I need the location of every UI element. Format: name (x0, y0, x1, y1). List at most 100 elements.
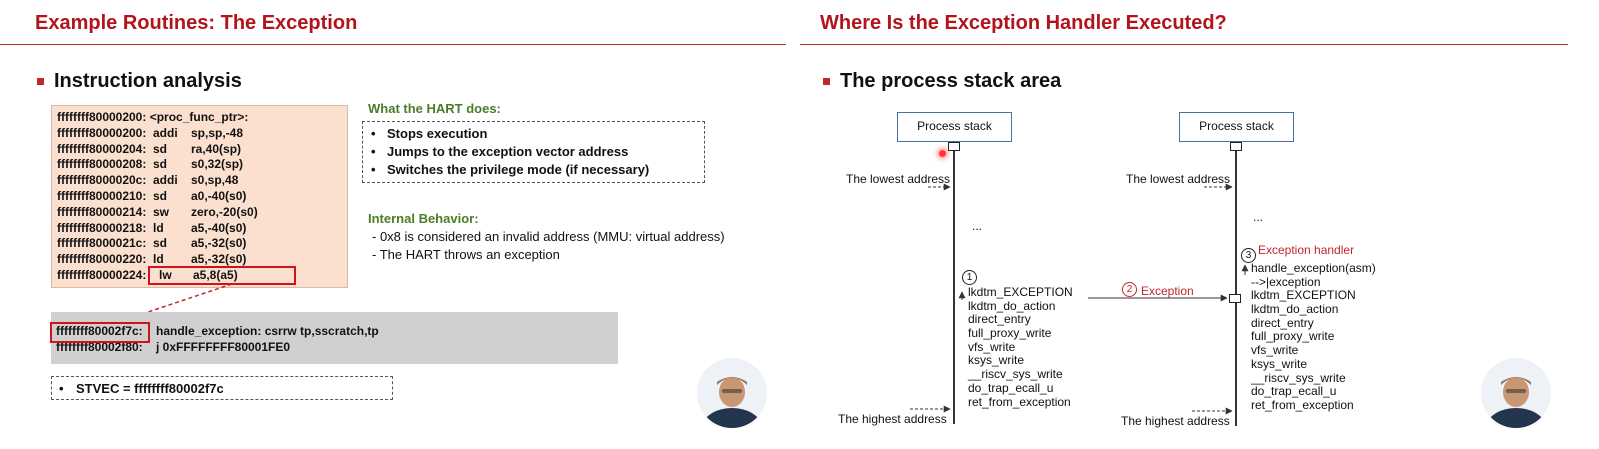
stack-frame: vfs_write (1251, 343, 1299, 358)
asm-opcode: sw (153, 204, 170, 219)
assembly-line: ffffffff80000218: ld a5,-40(s0) (57, 221, 258, 237)
stvec-text: STVEC = ffffffff80002f7c (76, 381, 224, 396)
handler-code: j 0xFFFFFFFF80001FE0 (156, 340, 291, 354)
exception-label: Exception (1141, 284, 1194, 298)
right-slide-title: Where Is the Exception Handler Executed? (820, 12, 1227, 34)
asm-operands: a5,-32(s0) (191, 252, 247, 267)
assembly-line: ffffffff80000210: sd a0,-40(s0) (57, 189, 258, 205)
assembly-header: ffffffff80000200: <proc_func_ptr>: (57, 110, 249, 124)
asm-opcode: ld (153, 252, 164, 267)
highest-address-label: The highest address (1121, 414, 1230, 428)
asm-operands: a0,-40(s0) (191, 188, 247, 203)
process-stack-box: Process stack (897, 112, 1012, 142)
step-marker: 3 (1241, 248, 1256, 263)
stack-frame: ret_from_exception (968, 394, 1071, 409)
asm-address: ffffffff80000220: (57, 252, 147, 267)
presenter-avatar (697, 358, 767, 428)
stack-frame: ksys_write (968, 353, 1025, 368)
stack-top-marker (1230, 142, 1242, 151)
stack-frame: vfs_write (968, 339, 1016, 354)
hart-actions-list: •Stops execution •Jumps to the exception… (371, 125, 649, 179)
stack-frame: full_proxy_write (968, 326, 1052, 341)
asm-opcode: sd (153, 141, 168, 156)
stack-frame: lkdtm_do_action (968, 298, 1056, 313)
stack-frame: do_trap_ecall_u (968, 380, 1054, 395)
assembly-line: ffffffff80000220: ld a5,-32(s0) (57, 252, 258, 268)
asm-opcode: lw (159, 267, 172, 282)
asm-operands: sp,sp,-48 (191, 125, 244, 140)
asm-opcode: ld (153, 220, 164, 235)
stack-line (953, 151, 955, 424)
asm-address: ffffffff8000020c: (57, 173, 147, 188)
assembly-line: ffffffff80000200: addi sp,sp,-48 (57, 126, 258, 142)
internal-heading: Internal Behavior: (368, 211, 479, 226)
asm-opcode: addi (153, 173, 178, 188)
asm-address: ffffffff80000224: (57, 267, 147, 282)
internal-item: - 0x8 is considered an invalid address (… (372, 229, 725, 244)
stack-frame: __riscv_sys_write (968, 367, 1063, 382)
handler-line: ffffffff80002f7c: handle_exception: csrrw… (56, 323, 379, 339)
exception-entry-marker (1229, 294, 1241, 303)
stack-line (1235, 151, 1237, 426)
asm-address: ffffffff8000021c: (57, 236, 147, 251)
asm-operands: a5,-40(s0) (191, 220, 247, 235)
asm-address: ffffffff80000218: (57, 220, 147, 235)
asm-opcode: sd (153, 188, 168, 203)
call-stack-frames: lkdtm_EXCEPTION lkdtm_do_action direct_e… (968, 285, 1073, 409)
faulting-instruction-highlight (148, 266, 296, 285)
handler-code: handle_exception: csrrw tp,sscratch,tp (156, 324, 379, 338)
asm-address: ffffffff80000200: (57, 125, 147, 140)
handler-line: ffffffff80002f80: j 0xFFFFFFFF80001FE0 (56, 339, 290, 355)
hart-item: •Stops execution (371, 126, 488, 141)
asm-address: ffffffff80000204: (57, 141, 147, 156)
handler-addr: ffffffff80002f7c: (56, 324, 143, 338)
stack-frame: direct_entry (1251, 315, 1314, 330)
stvec-bullet: • (59, 381, 64, 396)
exception-handler-label: Exception handler (1258, 243, 1355, 257)
stack-frame: lkdtm_do_action (1251, 302, 1339, 317)
highest-address-label: The highest address (838, 412, 947, 426)
stack-frame: handle_exception(asm) (1251, 261, 1376, 275)
asm-address: ffffffff80000214: (57, 204, 147, 219)
call-stack-frames: handle_exception(asm) -->|exception lkdt… (1251, 261, 1376, 413)
stack-ellipsis: ... (1253, 210, 1264, 224)
assembly-listing: ffffffff80000200: <proc_func_ptr>: fffff… (51, 105, 348, 288)
lowest-address-label: The lowest address (1126, 172, 1231, 186)
asm-operands: s0,32(sp) (191, 157, 244, 172)
left-title-rule (0, 44, 786, 45)
handler-addr: ffffffff80002f80: (56, 340, 143, 354)
stack-frame: ret_from_exception (1251, 397, 1354, 412)
step-marker: 1 (962, 270, 977, 285)
diagram-arrows (910, 183, 1249, 415)
right-title-rule (800, 44, 1568, 45)
asm-opcode: sd (153, 236, 168, 251)
presenter-avatar (1481, 358, 1551, 428)
stack-frame: do_trap_ecall_u (1251, 384, 1337, 399)
stack-frame: lkdtm_EXCEPTION (968, 285, 1073, 299)
stack-frame: ksys_write (1251, 356, 1308, 371)
left-slide-title: Example Routines: The Exception (35, 12, 358, 34)
asm-opcode: addi (153, 125, 178, 140)
hart-item: •Jumps to the exception vector address (371, 144, 629, 159)
stack-frame: __riscv_sys_write (1251, 370, 1346, 385)
stack-frame: full_proxy_write (1251, 329, 1335, 344)
section-bullet-icon (37, 78, 44, 85)
asm-operands: a5,8(a5) (193, 267, 238, 282)
stack-top-marker (948, 142, 960, 151)
internal-item: - The HART throws an exception (372, 247, 560, 262)
process-stack-box: Process stack (1179, 112, 1294, 142)
stack-frame: -->|exception (1251, 274, 1321, 289)
hart-item: •Switches the privilege mode (if necessa… (371, 162, 650, 177)
left-section-heading: Instruction analysis (54, 70, 242, 92)
asm-address: ffffffff80000210: (57, 188, 147, 203)
asm-operands: s0,sp,48 (191, 173, 239, 188)
handler-address-highlight (50, 322, 150, 343)
section-bullet-icon (823, 78, 830, 85)
exception-handler-listing: ffffffff80002f7c: handle_exception: csrrw… (51, 312, 618, 364)
hart-actions-box: •Stops execution •Jumps to the exception… (362, 121, 705, 183)
stack-frame: direct_entry (968, 312, 1031, 327)
